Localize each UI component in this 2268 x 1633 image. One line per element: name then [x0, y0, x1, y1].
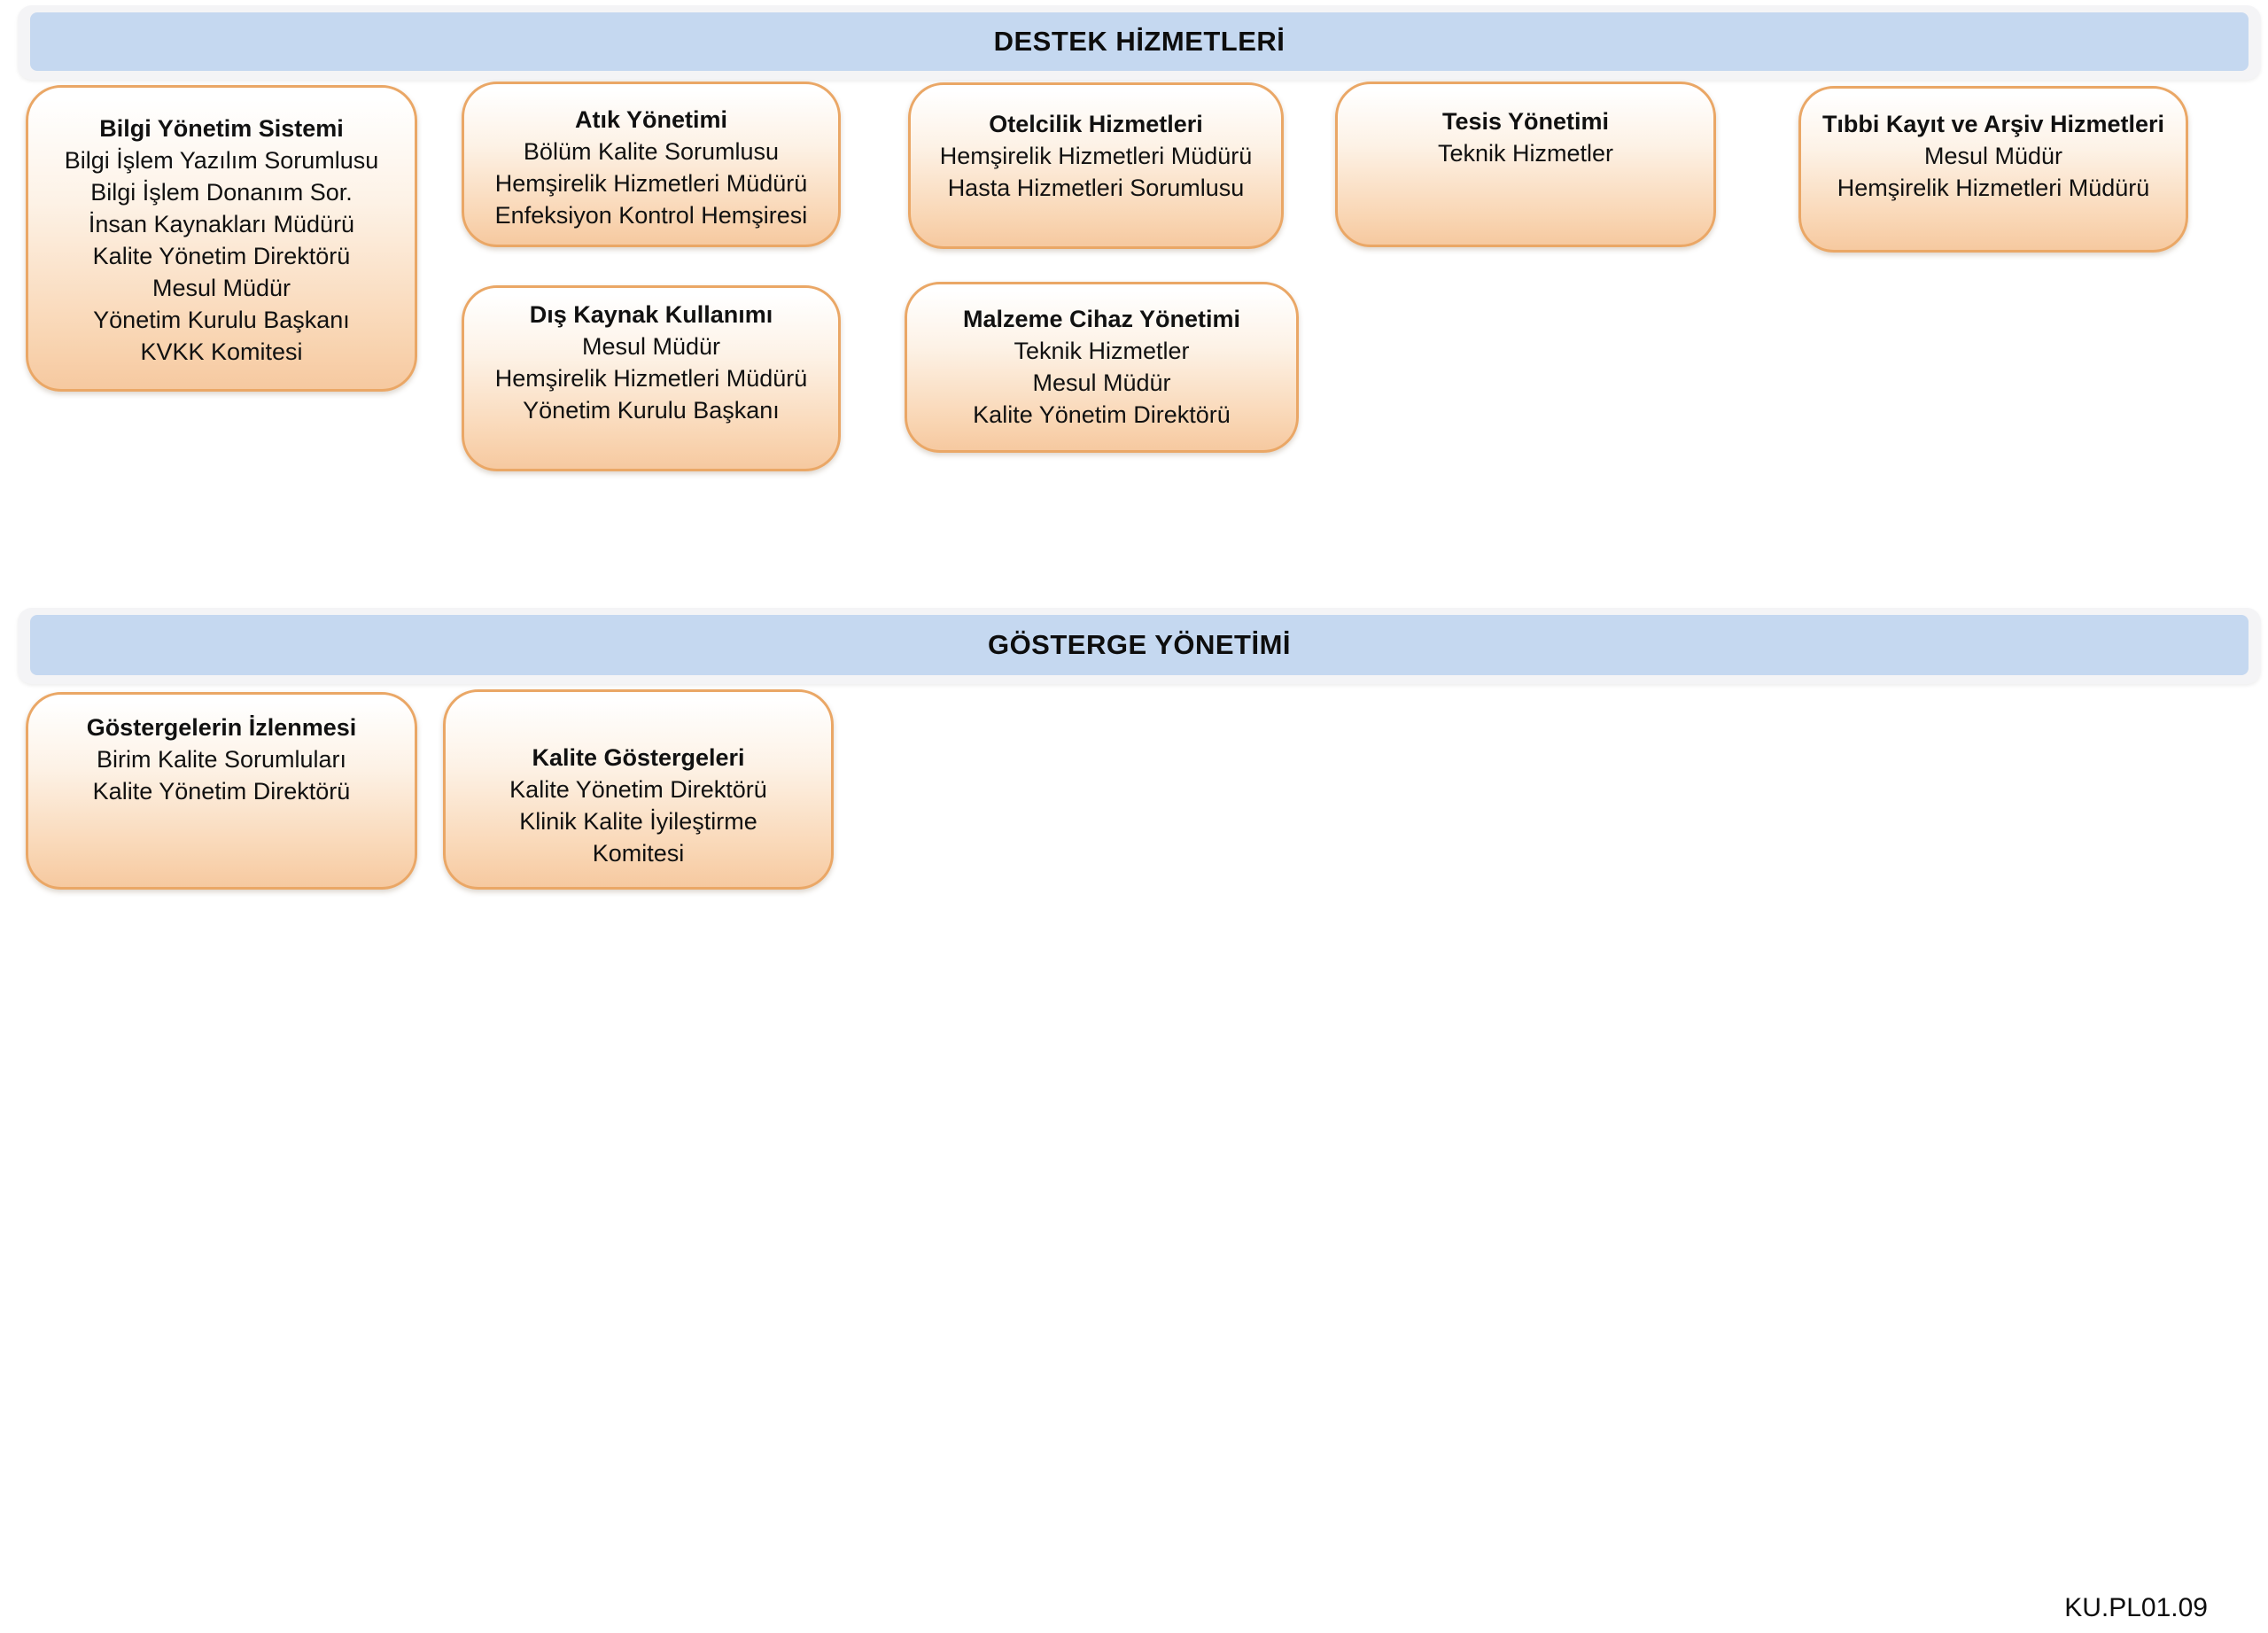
section-header-bar: DESTEK HİZMETLERİ	[30, 12, 2249, 71]
card-line: Bilgi İşlem Yazılım Sorumlusu	[64, 147, 379, 174]
card-line: Teknik Hizmetler	[1014, 338, 1190, 364]
card-line: Mesul Müdür	[581, 333, 721, 360]
card-title: Malzeme Cihaz Yönetimi	[962, 306, 1241, 332]
card-title: Tesis Yönetimi	[1441, 108, 1610, 135]
card-line: İnsan Kaynakları Müdürü	[88, 211, 355, 237]
section-header-bar: GÖSTERGE YÖNETİMİ	[30, 615, 2249, 675]
card-line: Hemşirelik Hizmetleri Müdürü	[494, 170, 808, 197]
card-line: Hemşirelik Hizmetleri Müdürü	[1837, 175, 2150, 201]
card-line: Yönetim Kurulu Başkanı	[93, 307, 350, 333]
card-line: Mesul Müdür	[1923, 143, 2063, 169]
card-line: Klinik Kalite İyileştirme	[519, 808, 757, 835]
card-line: Kalite Yönetim Direktörü	[509, 776, 767, 803]
section-title: DESTEK HİZMETLERİ	[993, 26, 1285, 57]
card-line: Hemşirelik Hizmetleri Müdürü	[494, 365, 808, 392]
card-line: Mesul Müdür	[151, 275, 291, 301]
card-title: Otelcilik Hizmetleri	[989, 111, 1203, 137]
card-line: Bölüm Kalite Sorumlusu	[523, 138, 780, 165]
section-title: GÖSTERGE YÖNETİMİ	[987, 629, 1292, 660]
card-title: Dış Kaynak Kullanımı	[529, 301, 773, 328]
card-line: Kalite Yönetim Direktörü	[92, 778, 351, 805]
card-line: Birim Kalite Sorumluları	[96, 746, 347, 773]
card-line: KVKK Komitesi	[140, 338, 303, 365]
card-line: Teknik Hizmetler	[1437, 140, 1614, 167]
card-title: Tıbbi Kayıt ve Arşiv Hizmetleri	[1821, 111, 2165, 137]
card-line: Hemşirelik Hizmetleri Müdürü	[939, 143, 1253, 169]
card-line: Kalite Yönetim Direktörü	[92, 243, 351, 269]
card-line: Komitesi	[592, 840, 685, 867]
card-title: Kalite Göstergeleri	[532, 744, 745, 771]
card-line: Yönetim Kurulu Başkanı	[523, 397, 780, 424]
card-line: Hasta Hizmetleri Sorumlusu	[947, 175, 1245, 201]
section-header: GÖSTERGE YÖNETİMİ	[18, 608, 2261, 684]
card-line: Mesul Müdür	[1032, 369, 1171, 396]
card-line: Kalite Yönetim Direktörü	[973, 401, 1231, 428]
card-line: Bilgi İşlem Donanım Sor.	[90, 179, 353, 206]
card-line: Enfeksiyon Kontrol Hemşiresi	[494, 202, 808, 229]
document-code: KU.PL01.09	[2064, 1593, 2208, 1622]
card-title: Atık Yönetimi	[574, 106, 728, 133]
card-title: Göstergelerin İzlenmesi	[86, 714, 357, 741]
card-title: Bilgi Yönetim Sistemi	[99, 115, 344, 142]
section-header: DESTEK HİZMETLERİ	[18, 5, 2261, 80]
